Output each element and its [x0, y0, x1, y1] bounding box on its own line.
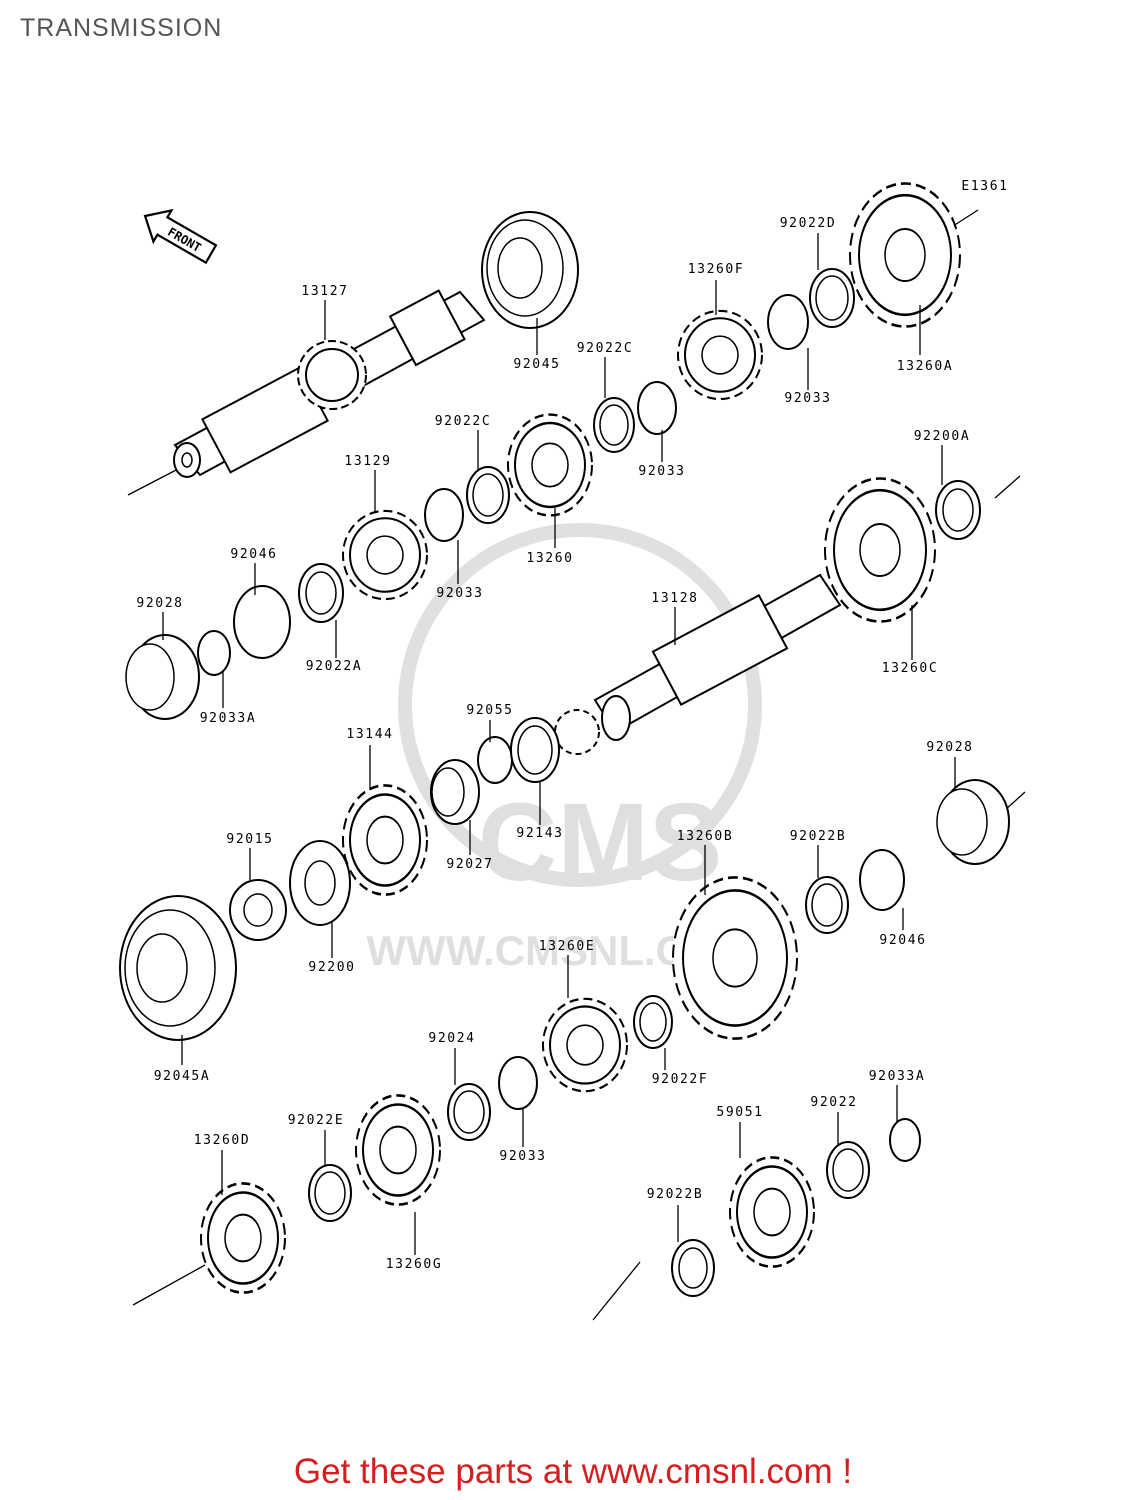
label-92022A: 92022A — [306, 659, 363, 674]
part-13260F-gear[interactable] — [676, 309, 764, 401]
footer-cta-link[interactable]: Get these parts at www.cmsnl.com ! — [293, 1452, 853, 1491]
label-92022C: 92022C — [435, 414, 492, 429]
axis-lines — [127, 209, 1026, 1321]
washers[interactable] — [125, 268, 1010, 1297]
label-92033: 92033 — [784, 391, 831, 406]
part-13260G-gear[interactable] — [354, 1094, 442, 1206]
label-13128: 13128 — [651, 591, 698, 606]
label-13260D: 13260D — [194, 1133, 251, 1148]
page-title: TRANSMISSION — [20, 14, 223, 42]
part-13129-gear[interactable] — [341, 509, 429, 601]
label-13260E: 13260E — [539, 939, 596, 954]
label-13144: 13144 — [346, 727, 393, 742]
label-13127: 13127 — [301, 284, 348, 299]
label-92024: 92024 — [428, 1031, 475, 1046]
part-92045-bearing[interactable] — [481, 211, 579, 329]
label-92022B: 92022B — [647, 1187, 704, 1202]
part-13144-sprocket[interactable] — [341, 784, 429, 896]
label-92045A: 92045A — [154, 1069, 211, 1084]
label-13260: 13260 — [526, 551, 573, 566]
label-92046: 92046 — [879, 933, 926, 948]
watermark-text: CMS — [478, 781, 722, 904]
label-92027: 92027 — [446, 857, 493, 872]
label-13260C: 13260C — [882, 661, 939, 676]
leader-lines — [162, 233, 956, 1255]
part-13260D-gear[interactable] — [199, 1182, 287, 1294]
label-92033: 92033 — [436, 586, 483, 601]
part-labels: 13127 92045 92022C 13260F 92022D 13260A … — [136, 216, 973, 1272]
label-92143: 92143 — [516, 826, 563, 841]
part-13260B-gear[interactable] — [672, 876, 798, 1040]
parts-diagram: CMS WWW.CMSNL.COM FRONT E1361 — [119, 179, 1026, 1321]
part-92045A-bearing[interactable] — [119, 895, 237, 1041]
label-13260B: 13260B — [677, 829, 734, 844]
label-92045: 92045 — [513, 357, 560, 372]
label-92022B: 92022B — [790, 829, 847, 844]
label-92028: 92028 — [136, 596, 183, 611]
label-92046: 92046 — [230, 547, 277, 562]
part-13260E-gear[interactable] — [541, 997, 629, 1093]
label-92055: 92055 — [466, 703, 513, 718]
part-13260A-gear[interactable] — [849, 182, 961, 328]
label-92033A: 92033A — [200, 711, 257, 726]
label-92033A: 92033A — [869, 1069, 926, 1084]
part-13127-input-shaft[interactable] — [173, 289, 486, 478]
label-13260G: 13260G — [386, 1257, 443, 1272]
label-92022C: 92022C — [577, 341, 634, 356]
label-92015: 92015 — [226, 832, 273, 847]
label-92022F: 92022F — [652, 1072, 709, 1087]
label-92022D: 92022D — [780, 216, 837, 231]
label-92033: 92033 — [638, 464, 685, 479]
label-92028: 92028 — [926, 740, 973, 755]
diagram-code: E1361 — [961, 179, 1008, 194]
part-13260C-gear[interactable] — [824, 477, 936, 623]
part-59051-gear[interactable] — [728, 1156, 816, 1268]
label-92033: 92033 — [499, 1149, 546, 1164]
label-13260F: 13260F — [688, 262, 745, 277]
label-13260A: 13260A — [897, 359, 954, 374]
label-92200A: 92200A — [914, 429, 971, 444]
label-92022E: 92022E — [288, 1113, 345, 1128]
label-13129: 13129 — [344, 454, 391, 469]
part-13260-gear[interactable] — [506, 413, 594, 517]
label-92200: 92200 — [308, 960, 355, 975]
part-13128-output-shaft[interactable] — [554, 573, 842, 755]
front-arrow-icon: FRONT — [143, 208, 218, 265]
label-59051: 59051 — [716, 1105, 763, 1120]
label-92022: 92022 — [810, 1095, 857, 1110]
